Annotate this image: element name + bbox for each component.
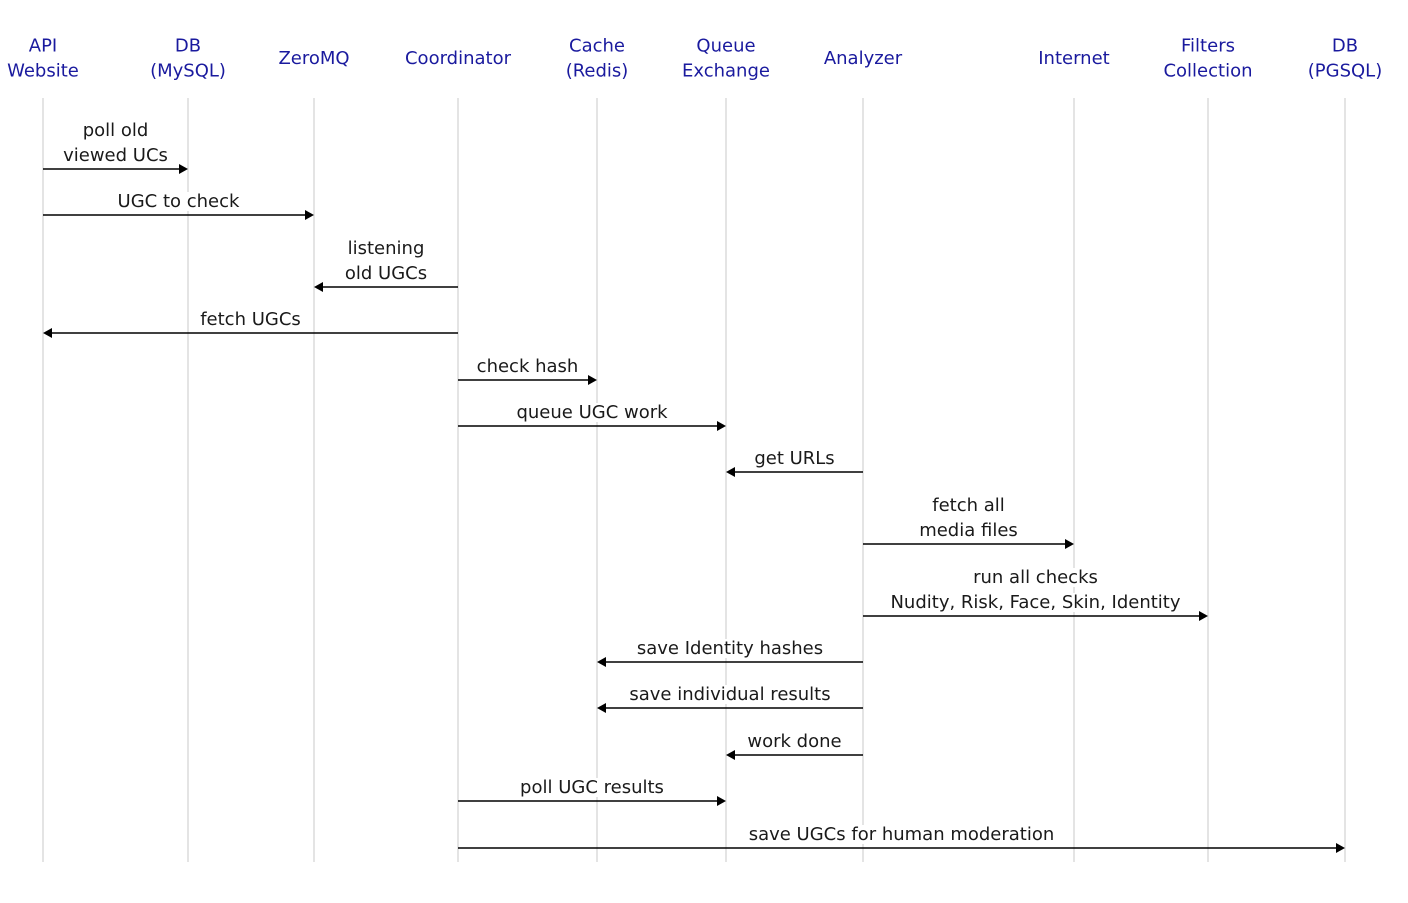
arrowhead-icon	[314, 282, 323, 292]
participant-pgsql-label: DB	[1332, 36, 1358, 57]
participant-redis-label: Cache	[569, 36, 625, 57]
label-background	[115, 192, 243, 211]
message-9: save Identity hashes	[597, 638, 863, 667]
message-4: check hash	[458, 356, 597, 385]
label-background	[971, 568, 1100, 587]
label-background	[888, 593, 1183, 612]
label-background	[634, 639, 826, 658]
label-background	[518, 778, 666, 797]
message-label: Nudity, Risk, Face, Skin, Identity	[890, 592, 1180, 613]
message-6: get URLs	[726, 448, 863, 477]
message-label: fetch all	[932, 495, 1005, 516]
participant-internet-label: Internet	[1038, 48, 1109, 69]
message-7: fetch all media files	[863, 495, 1074, 549]
arrowhead-icon	[597, 703, 606, 713]
message-2: listening old UGCs	[314, 238, 458, 292]
message-label: check hash	[477, 356, 579, 377]
arrowhead-icon	[1065, 539, 1074, 549]
participant-analyzer-label: Analyzer	[824, 48, 903, 69]
participant-filters-label: Filters	[1181, 36, 1235, 57]
participants: API Website DB (MySQL) ZeroMQ Coordinator Cach…	[7, 36, 1382, 82]
arrowhead-icon	[717, 421, 726, 431]
label-background	[514, 403, 671, 422]
lifelines	[42, 98, 1346, 862]
arrowhead-icon	[305, 210, 314, 220]
label-background	[342, 264, 430, 283]
message-1: UGC to check	[43, 191, 314, 220]
message-label: UGC to check	[118, 191, 240, 212]
message-label: fetch UGCs	[200, 309, 301, 330]
participant-api-label: API	[29, 36, 57, 57]
label-background	[930, 496, 1007, 515]
message-12: poll UGC results	[458, 777, 726, 806]
label-background	[746, 825, 1057, 844]
label-background	[745, 732, 844, 751]
participant-redis-label: (Redis)	[566, 61, 629, 82]
message-label: run all checks	[973, 567, 1098, 588]
arrowhead-icon	[726, 750, 735, 760]
arrowhead-icon	[717, 796, 726, 806]
message-5: queue UGC work	[458, 402, 726, 431]
participant-zeromq-label: ZeroMQ	[278, 48, 349, 69]
participant-coordinator-label: Coordinator	[405, 48, 512, 69]
message-label: save Identity hashes	[637, 638, 823, 659]
message-label: poll old	[83, 120, 149, 141]
message-label: save individual results	[629, 684, 830, 705]
label-background	[198, 310, 303, 329]
label-background	[474, 357, 581, 376]
message-label: old UGCs	[345, 263, 427, 284]
participant-queue-label: Queue	[696, 36, 755, 57]
message-label: listening	[348, 238, 425, 259]
participant-pgsql-label: (PGSQL)	[1308, 61, 1382, 82]
arrowhead-icon	[179, 164, 188, 174]
participant-api-label: Website	[7, 61, 79, 82]
participant-queue-label: Exchange	[682, 61, 770, 82]
message-label: get URLs	[754, 448, 834, 469]
arrowhead-icon	[43, 328, 52, 338]
message-label: media files	[919, 520, 1018, 541]
label-background	[80, 121, 151, 140]
arrowhead-icon	[588, 375, 597, 385]
participant-mysql-label: (MySQL)	[150, 61, 226, 82]
message-label: poll UGC results	[520, 777, 664, 798]
participant-filters-label: Collection	[1163, 61, 1252, 82]
participant-mysql-label: DB	[175, 36, 201, 57]
arrowhead-icon	[597, 657, 606, 667]
message-label: save UGCs for human moderation	[749, 824, 1055, 845]
message-label: queue UGC work	[516, 402, 668, 423]
message-11: work done	[726, 731, 863, 760]
label-background	[345, 239, 427, 258]
message-0: poll old viewed UCs	[43, 120, 188, 174]
message-10: save individual results	[597, 684, 863, 713]
label-background	[917, 521, 1020, 540]
message-3: fetch UGCs	[43, 309, 458, 338]
arrowhead-icon	[1336, 843, 1345, 853]
message-label: work done	[747, 731, 841, 752]
message-label: viewed UCs	[63, 145, 168, 166]
arrowhead-icon	[726, 467, 735, 477]
label-background	[627, 685, 833, 704]
label-background	[752, 449, 837, 468]
label-background	[61, 146, 170, 165]
message-13: save UGCs for human moderation	[458, 824, 1345, 853]
arrowhead-icon	[1199, 611, 1208, 621]
